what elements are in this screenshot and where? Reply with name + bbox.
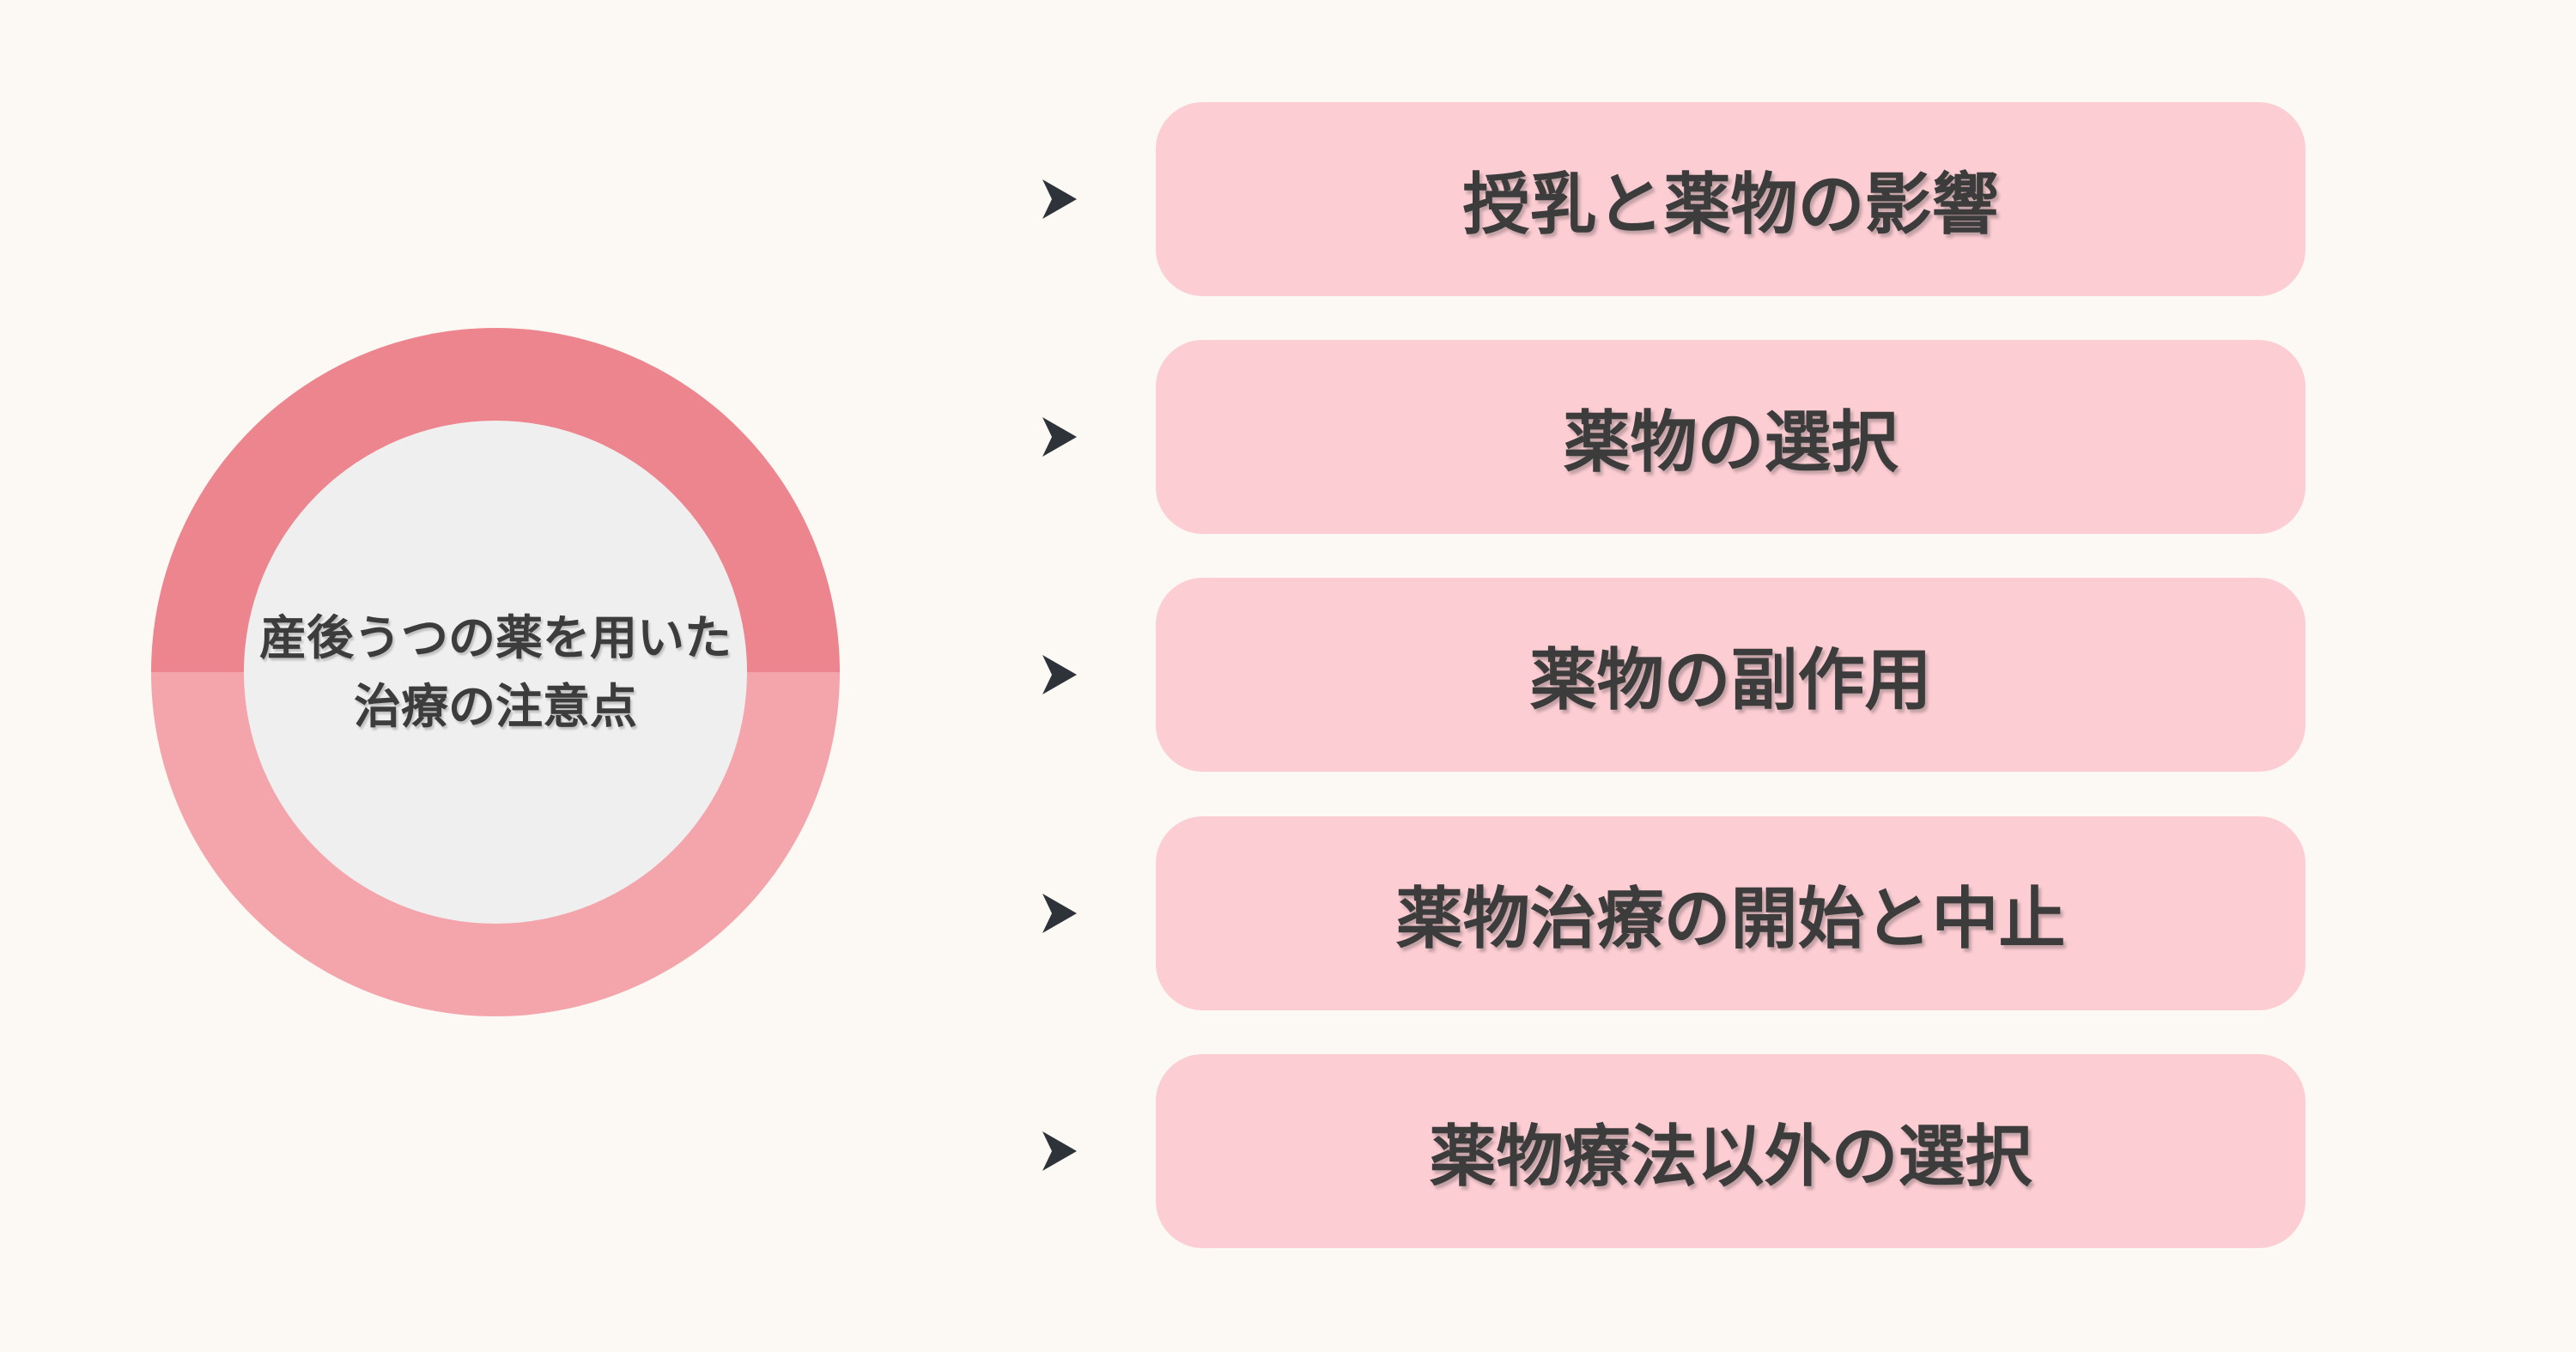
arrow-right-icon <box>1042 417 1077 457</box>
central-topic-line2: 治療の注意点 <box>353 680 637 733</box>
topic-label-1: 授乳と薬物の影響 <box>1462 167 1999 242</box>
topic-pill-1: 授乳と薬物の影響 <box>1156 102 2306 296</box>
arrow-right-icon <box>1042 1131 1077 1171</box>
topic-label-3: 薬物の副作用 <box>1529 642 1932 718</box>
topic-row-4: 薬物治療の開始と中止 <box>1042 816 2306 1010</box>
topic-pill-5: 薬物療法以外の選択 <box>1156 1054 2306 1248</box>
central-topic-circle: 産後うつの薬を用いた 治療の注意点 <box>151 328 840 1016</box>
topic-row-3: 薬物の副作用 <box>1042 578 2306 772</box>
topic-label-5: 薬物療法以外の選択 <box>1429 1119 2032 1194</box>
arrow-right-icon <box>1042 894 1077 933</box>
circle-inner: 産後うつの薬を用いた 治療の注意点 <box>244 421 747 924</box>
topic-pill-3: 薬物の副作用 <box>1156 578 2306 772</box>
arrow-right-icon <box>1042 179 1077 219</box>
topic-pill-2: 薬物の選択 <box>1156 340 2306 534</box>
topic-row-2: 薬物の選択 <box>1042 340 2306 534</box>
topic-row-1: 授乳と薬物の影響 <box>1042 102 2306 296</box>
topic-pill-4: 薬物治療の開始と中止 <box>1156 816 2306 1010</box>
topic-label-2: 薬物の選択 <box>1563 404 1899 480</box>
central-topic-line1: 産後うつの薬を用いた <box>258 611 732 664</box>
central-topic-label: 産後うつの薬を用いた 治療の注意点 <box>259 603 732 741</box>
topic-label-4: 薬物治療の開始と中止 <box>1395 881 2066 956</box>
topic-row-5: 薬物療法以外の選択 <box>1042 1054 2306 1248</box>
arrow-right-icon <box>1042 655 1077 694</box>
